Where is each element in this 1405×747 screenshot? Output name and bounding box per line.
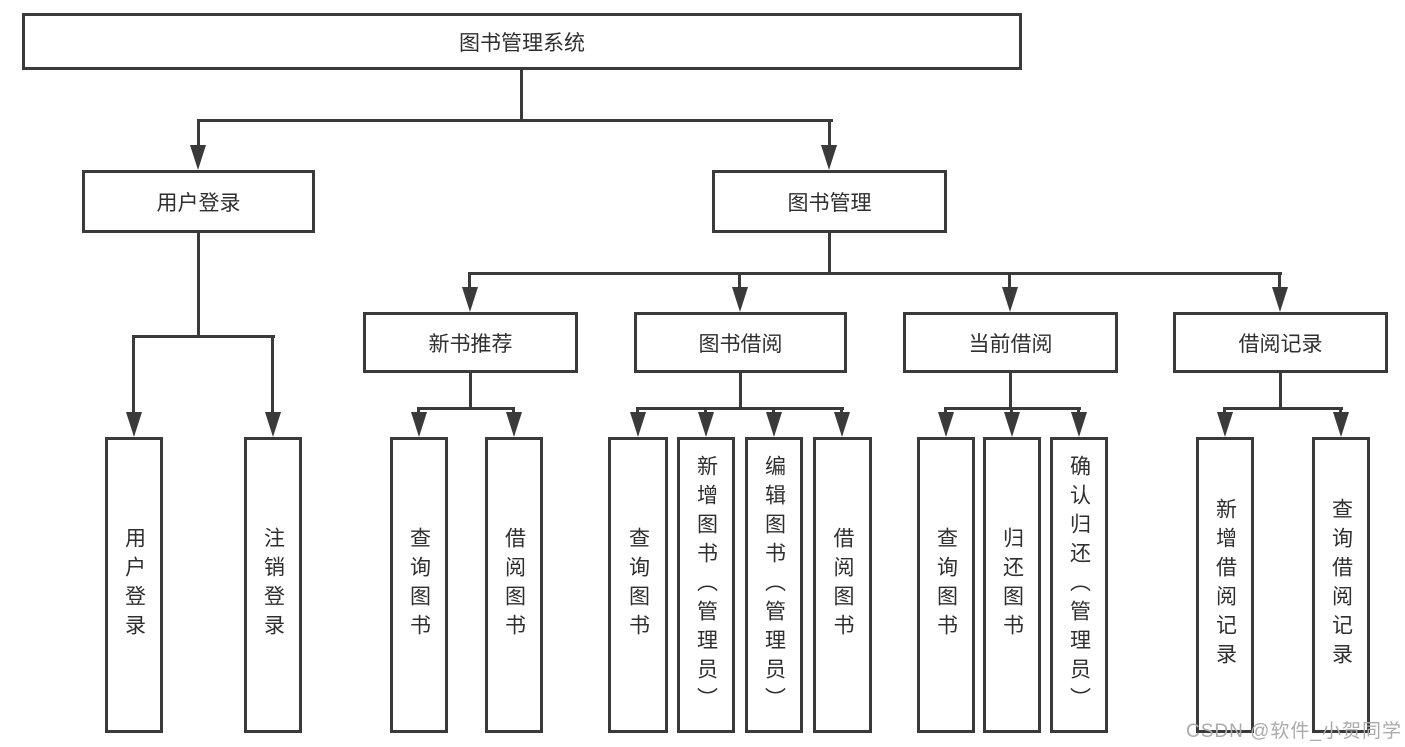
arrowhead-down-icon <box>462 287 478 312</box>
connector-new-book-recommend-stem <box>469 373 472 407</box>
node-leaf-query-book-1: 查询图书 <box>390 437 448 733</box>
node-label: 借阅图书 <box>502 527 526 643</box>
node-label: 查询图书 <box>626 527 650 643</box>
node-leaf-confirm-return-admin: 确认归还（管理员） <box>1050 437 1108 733</box>
connector-to-user-login <box>197 119 200 147</box>
connector-to-leaf <box>512 407 515 416</box>
node-label: 编辑图书（管理员） <box>762 454 786 716</box>
arrowhead-down-icon <box>766 412 782 437</box>
connector-user-login-split <box>132 335 275 338</box>
connector-to-borrow-record <box>1278 272 1281 290</box>
connector-user-login-stem <box>197 233 200 335</box>
node-leaf-query-borrow-record: 查询借阅记录 <box>1312 437 1370 733</box>
node-leaf-query-book-3: 查询图书 <box>917 437 975 733</box>
connector-current-borrow-stem <box>1009 373 1012 407</box>
connector-to-book-borrow <box>738 272 741 290</box>
node-label: 查询借阅记录 <box>1329 498 1353 672</box>
connector-borrow-record-stem <box>1279 373 1282 407</box>
connector-to-leaf-user-login <box>132 335 135 415</box>
node-leaf-borrow-book-1: 借阅图书 <box>485 437 543 733</box>
node-leaf-edit-book-admin: 编辑图书（管理员） <box>745 437 803 733</box>
connector-to-new-book-recommend <box>468 272 471 290</box>
connector-to-leaf <box>772 407 775 416</box>
connector-to-leaf <box>636 407 639 416</box>
connector-to-leaf <box>944 407 947 416</box>
arrowhead-down-icon <box>265 412 281 437</box>
node-leaf-add-borrow-record: 新增借阅记录 <box>1196 437 1254 733</box>
node-label: 借阅记录 <box>1238 332 1323 356</box>
connector-to-leaf <box>1223 407 1226 416</box>
node-label: 用户登录 <box>156 191 241 215</box>
node-label: 新书推荐 <box>428 332 513 356</box>
arrowhead-down-icon <box>1071 412 1087 437</box>
connector-to-leaf <box>417 407 420 416</box>
node-label: 查询图书 <box>407 527 431 643</box>
connector-to-book-management <box>828 119 831 147</box>
node-leaf-logout: 注销登录 <box>244 437 302 733</box>
node-label: 新增借阅记录 <box>1213 498 1237 672</box>
node-label: 注销登录 <box>261 527 285 643</box>
connector-to-current-borrow <box>1008 272 1011 290</box>
node-user-login: 用户登录 <box>82 170 315 233</box>
node-label: 图书管理系统 <box>459 31 585 55</box>
connector-to-leaf-logout <box>271 335 274 415</box>
arrowhead-down-icon <box>821 145 837 170</box>
node-label: 查询图书 <box>934 527 958 643</box>
node-root: 图书管理系统 <box>22 13 1022 70</box>
node-book-management: 图书管理 <box>712 170 947 233</box>
arrowhead-down-icon <box>834 412 850 437</box>
node-current-borrow: 当前借阅 <box>903 312 1118 373</box>
node-label: 当前借阅 <box>968 332 1053 356</box>
connector-to-leaf <box>840 407 843 416</box>
connector-book-borrow-stem <box>739 373 742 407</box>
arrowhead-down-icon <box>1272 287 1288 312</box>
node-label: 确认归还（管理员） <box>1067 454 1091 716</box>
node-leaf-query-book-2: 查询图书 <box>608 437 668 733</box>
arrowhead-down-icon <box>126 412 142 437</box>
node-label: 新增图书（管理员） <box>694 454 718 716</box>
connector-book-borrow-split <box>636 407 844 410</box>
connector-root-stem <box>520 70 523 119</box>
arrowhead-down-icon <box>506 412 522 437</box>
node-book-borrow: 图书借阅 <box>634 312 847 373</box>
arrowhead-down-icon <box>411 412 427 437</box>
arrowhead-down-icon <box>1333 412 1349 437</box>
node-label: 借阅图书 <box>831 527 854 643</box>
connector-new-book-recommend-split <box>417 407 515 410</box>
node-label: 图书借阅 <box>698 332 783 356</box>
arrowhead-down-icon <box>698 412 714 437</box>
node-label: 图书管理 <box>787 191 872 215</box>
connector-borrow-record-split <box>1223 407 1343 410</box>
arrowhead-down-icon <box>190 145 206 170</box>
arrowhead-down-icon <box>732 287 748 312</box>
node-leaf-return-book: 归还图书 <box>983 437 1041 733</box>
node-borrow-record: 借阅记录 <box>1173 312 1388 373</box>
connector-to-leaf <box>1077 407 1080 416</box>
node-leaf-add-book-admin: 新增图书（管理员） <box>677 437 735 733</box>
node-leaf-borrow-book-2: 借阅图书 <box>813 437 872 733</box>
watermark: CSDN @软件_小贺同学 <box>1186 721 1402 742</box>
node-new-book-recommend: 新书推荐 <box>363 312 578 373</box>
connector-root-split <box>197 119 833 122</box>
connector-to-leaf <box>704 407 707 416</box>
arrowhead-down-icon <box>938 412 954 437</box>
node-label: 用户登录 <box>122 527 146 643</box>
arrowhead-down-icon <box>1004 412 1020 437</box>
node-label: 归还图书 <box>1000 527 1024 643</box>
connector-to-leaf <box>1010 407 1013 416</box>
connector-book-management-split <box>468 272 1282 275</box>
arrowhead-down-icon <box>1002 287 1018 312</box>
node-leaf-user-login: 用户登录 <box>105 437 163 733</box>
arrowhead-down-icon <box>630 412 646 437</box>
connector-to-leaf <box>1339 407 1342 416</box>
arrowhead-down-icon <box>1217 412 1233 437</box>
connector-book-management-stem <box>828 233 831 272</box>
